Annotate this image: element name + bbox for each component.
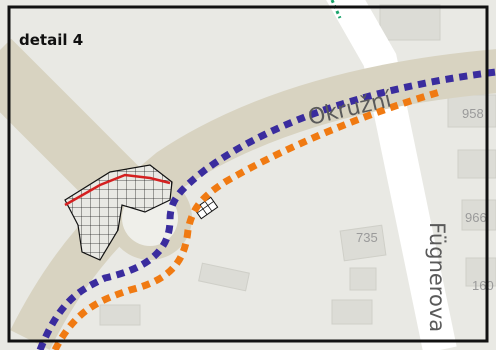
red-route [64,173,171,207]
purple-route [36,68,496,350]
detail-frame [7,5,489,343]
house-number-160: 160 [472,278,494,293]
orange-route [51,88,441,350]
house-number-735: 735 [356,230,378,245]
detail-title: detail 4 [19,31,83,49]
house-number-966: 966 [465,210,487,225]
street-label-fugnerova: Fügnerova [425,222,449,332]
house-number-958: 958 [462,106,484,121]
